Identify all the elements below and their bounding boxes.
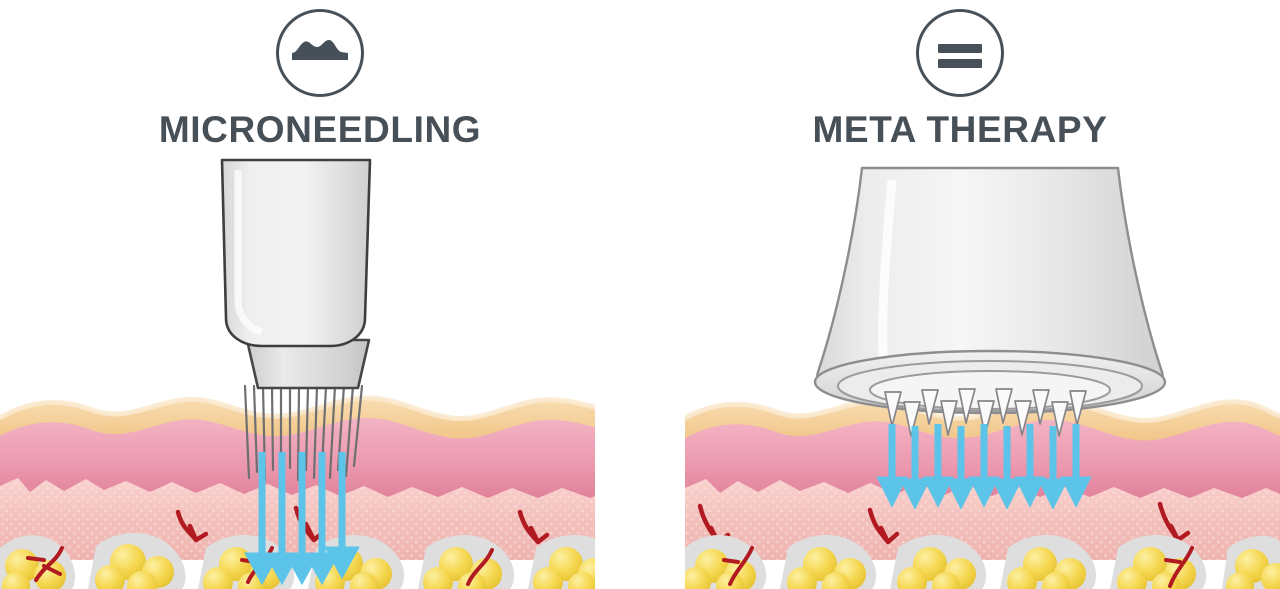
fat-blood-vessels bbox=[722, 546, 1194, 588]
uneven-skin-wave-icon bbox=[276, 9, 364, 97]
applicator-highlight bbox=[878, 179, 897, 373]
handpiece-highlight bbox=[234, 170, 264, 336]
meta-therapy-applicator[interactable] bbox=[813, 166, 1167, 437]
panel-microneedling: MICRONEEDLING bbox=[0, 0, 640, 589]
microneedling-needles bbox=[243, 384, 364, 482]
uneven-skin-wave-glyph bbox=[292, 40, 348, 60]
handpiece-body bbox=[220, 158, 372, 348]
panel-meta-therapy: META THERAPY bbox=[640, 0, 1280, 589]
meta-therapy-scene-svg bbox=[685, 166, 1280, 589]
meta-therapy-depth-arrows bbox=[876, 424, 1092, 510]
microneedling-illustration bbox=[0, 158, 595, 589]
even-skin-equals-glyph bbox=[938, 44, 982, 68]
page-title-microneedling: MICRONEEDLING bbox=[158, 109, 482, 150]
meta-therapy-header: META THERAPY bbox=[640, 0, 1280, 151]
meta-therapy-illustration bbox=[640, 0, 1280, 589]
meta-therapy-micro-needles bbox=[884, 388, 1087, 437]
dermal-blood-vessels bbox=[175, 505, 550, 545]
subcutaneous-fat-layer bbox=[685, 534, 1280, 589]
microneedling-handpiece[interactable] bbox=[220, 158, 372, 482]
even-skin-equals-icon bbox=[916, 9, 1004, 97]
microneedling-depth-arrows bbox=[244, 452, 360, 586]
epidermis-highlight bbox=[0, 395, 595, 422]
microneedling-scene-svg bbox=[0, 158, 595, 589]
page-title-meta-therapy: META THERAPY bbox=[812, 109, 1108, 150]
microneedling-header: MICRONEEDLING bbox=[0, 0, 640, 151]
